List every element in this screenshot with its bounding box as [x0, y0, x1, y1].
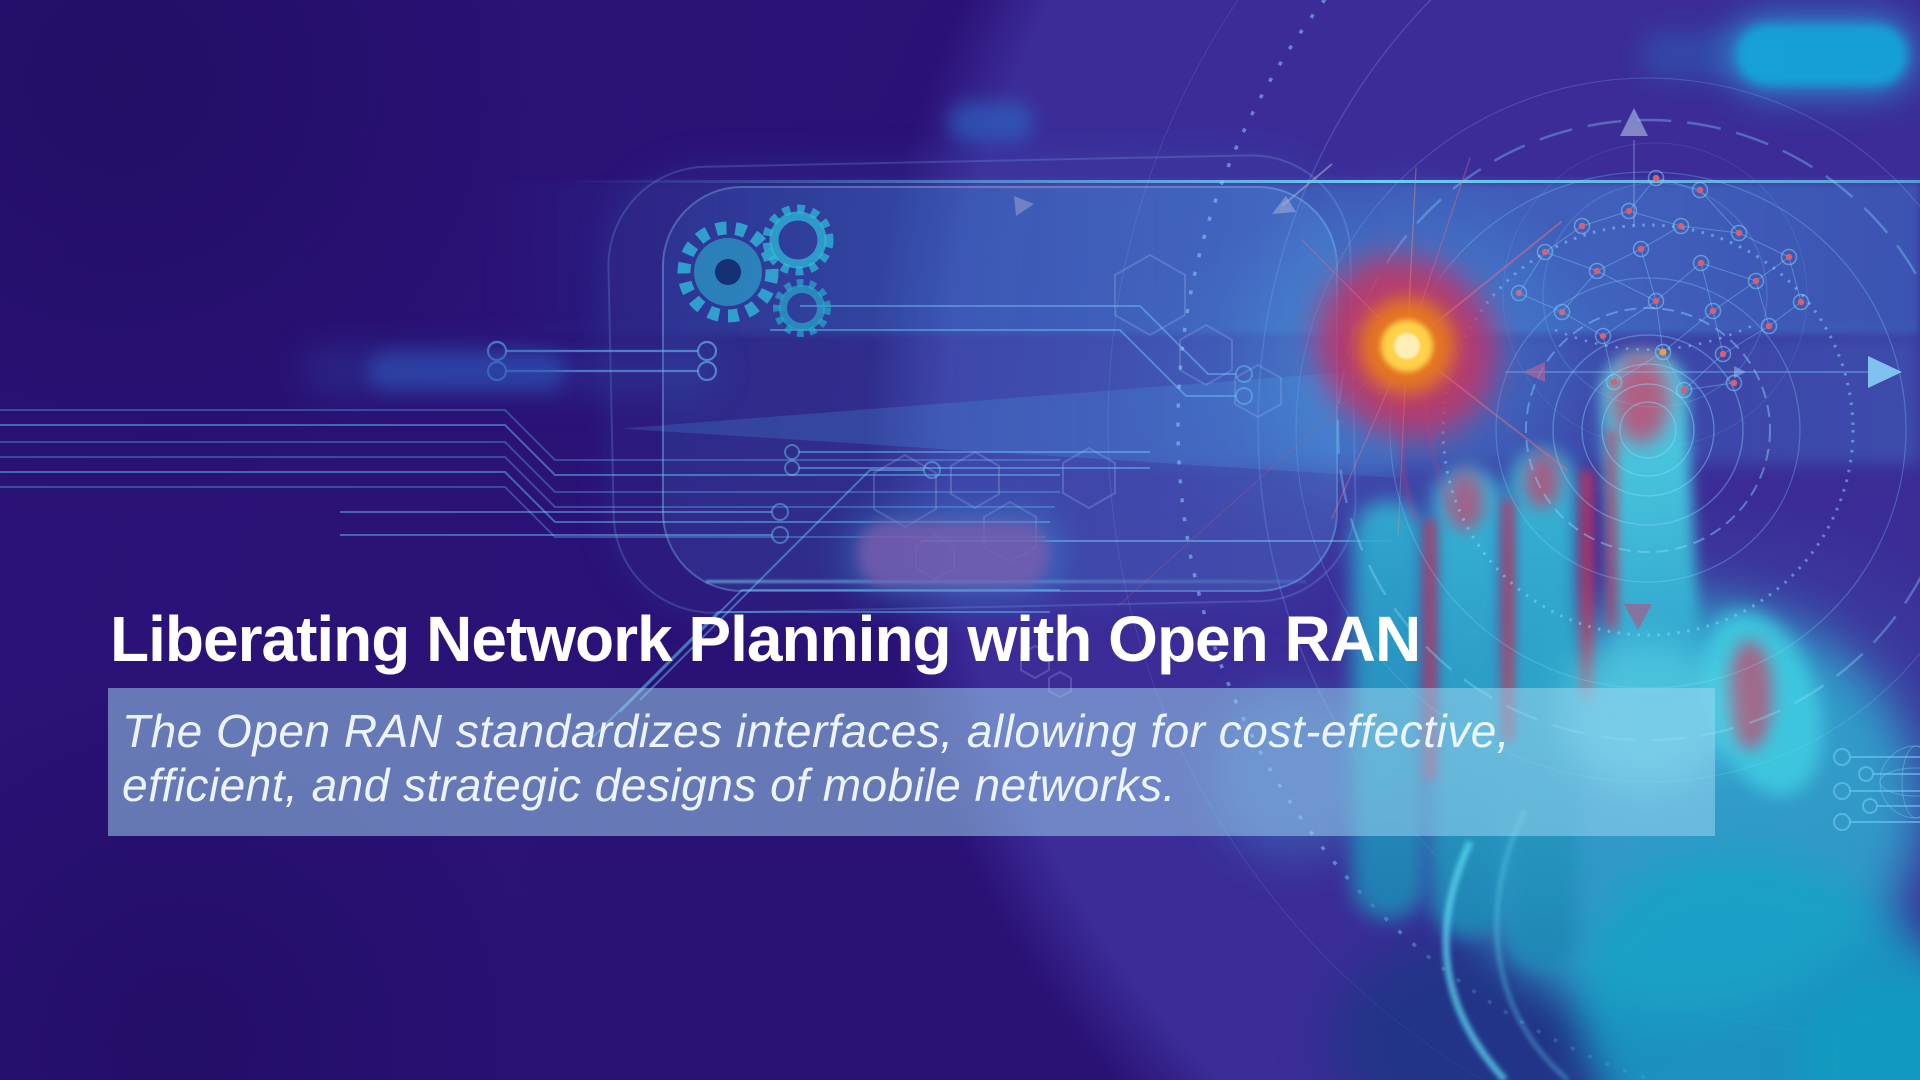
tablet-top-pink-line [714, 186, 1354, 188]
wireframe-sphere-icon [1879, 745, 1920, 819]
subtitle-line-1: The Open RAN standardizes interfaces, al… [122, 705, 1511, 757]
pill-glow [1736, 24, 1908, 86]
pill-glow [948, 102, 1034, 142]
target-rings-icon [1295, 77, 1920, 783]
subtitle-text: The Open RAN standardizes interfaces, al… [122, 704, 1510, 812]
subtitle-band: The Open RAN standardizes interfaces, al… [108, 688, 1715, 836]
circuit-hairlines [0, 409, 1060, 538]
pill-glow [368, 352, 564, 390]
hand-heat-spot [1728, 640, 1772, 750]
network-constellation-icon [1502, 142, 1810, 448]
wrist-curve-lines [1442, 809, 1570, 1080]
starburst-core [1394, 333, 1420, 359]
hand-heat-spot [1524, 452, 1560, 508]
arrow-icon [1505, 108, 1902, 630]
page-title: Liberating Network Planning with Open RA… [110, 603, 1421, 675]
purple-chip [858, 522, 1048, 586]
light-beam-line [560, 180, 1920, 183]
hand-heat-spot [1612, 352, 1670, 444]
arrow-icon [1014, 163, 1333, 216]
hand-heat-streak [1502, 500, 1514, 740]
hand-heat-streak [1580, 470, 1594, 700]
horizontal-hairline [920, 540, 1390, 542]
hand-heat-streak [1606, 430, 1618, 630]
subtitle-line-2: efficient, and strategic designs of mobi… [122, 759, 1176, 811]
gear-icon [677, 204, 834, 337]
circuit-trace-icon [1833, 748, 1920, 831]
